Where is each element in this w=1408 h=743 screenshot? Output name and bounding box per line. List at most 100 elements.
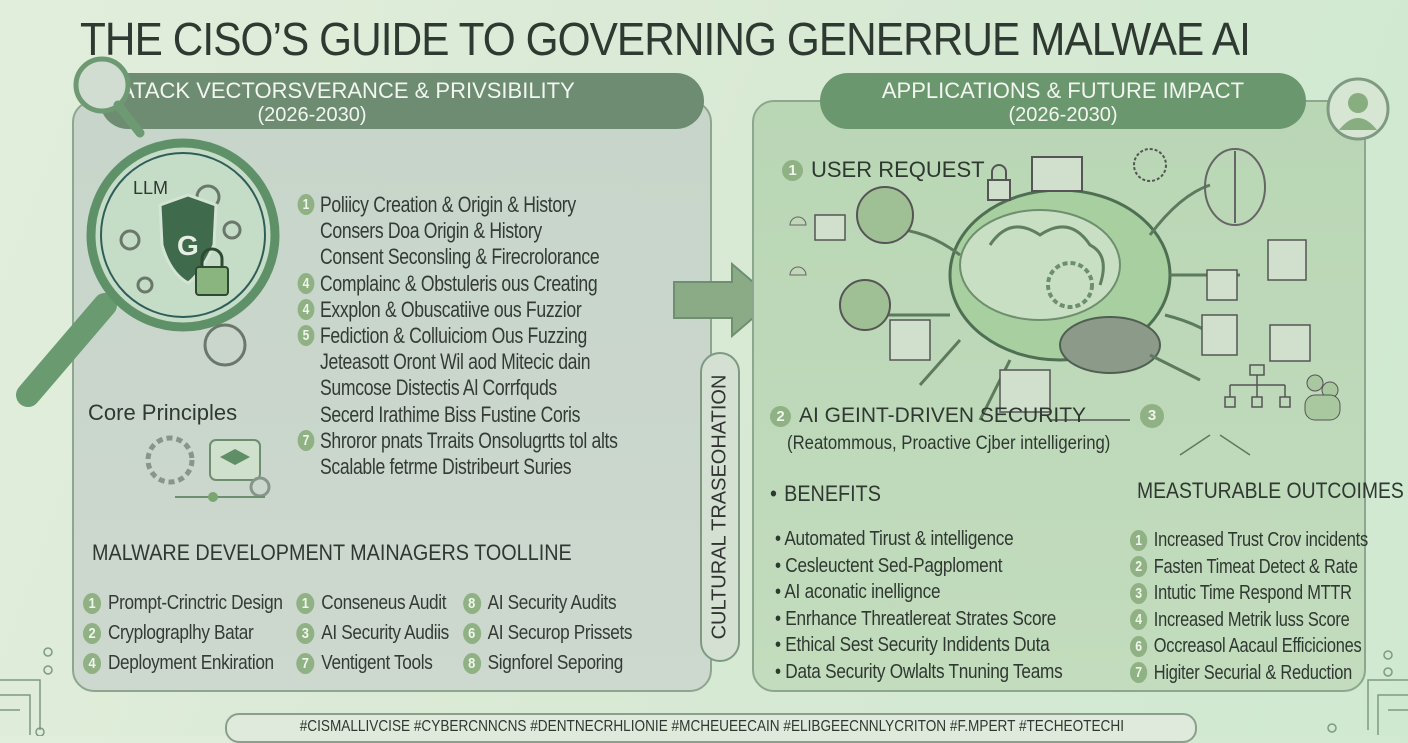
tool-text: Ventigent Tools bbox=[321, 652, 433, 674]
lock-icon bbox=[195, 266, 229, 296]
tool-text: AI Security Audits bbox=[487, 592, 617, 614]
number-badge: 8 bbox=[462, 592, 481, 614]
speaker-doc-icon bbox=[1269, 324, 1311, 362]
gear-mail-icon bbox=[1133, 148, 1167, 182]
profile-card-icon bbox=[1267, 239, 1307, 281]
document-icon bbox=[814, 214, 846, 241]
number-badge: 2 bbox=[83, 622, 102, 644]
benefit-text: AI aconatic inellignce bbox=[784, 581, 941, 603]
tool-item: 8 AI Security Audits bbox=[462, 588, 632, 618]
left-header-title: ATACK VECTORSVERANCE & PRIVSIBILITY bbox=[120, 78, 575, 103]
list-item-text: Poliicy Creation & Origin & History bbox=[320, 192, 576, 217]
gears-icon bbox=[145, 435, 271, 502]
step-ai-driven-security: 2 AI GEINT-DRIVEN SECURITY bbox=[770, 404, 1086, 428]
list-item: Jeteasott Oront Wil aod Mitecic dain bbox=[320, 349, 618, 375]
bar-chart-icon bbox=[889, 319, 931, 361]
number-badge: 7 bbox=[297, 429, 315, 451]
benefit-item: • Cesleuctent Sed-Pagploment bbox=[775, 554, 1003, 577]
list-item-text: Jeteasott Oront Wil aod Mitecic dain bbox=[320, 349, 591, 375]
benefit-item: • Ethical Sest Security Indidents Duta bbox=[775, 634, 1050, 656]
magnifier-illustration bbox=[16, 56, 280, 407]
list-item: Consers Doa Origin & History bbox=[320, 218, 618, 244]
number-badge: 3 bbox=[1130, 582, 1148, 604]
benefit-item: • Enrhance Threatlereat Strates Score bbox=[775, 607, 1057, 630]
number-badge: 2 bbox=[1130, 556, 1148, 578]
list-item-text: Secerd Irathime Biss Fustine Coris bbox=[320, 401, 581, 427]
step-text: USER REQUEST bbox=[811, 157, 985, 182]
team-doc-icon bbox=[1201, 314, 1238, 356]
number-badge: 1 bbox=[782, 159, 803, 181]
ai-brain-diagram bbox=[789, 148, 1341, 456]
document-icon bbox=[1206, 269, 1238, 301]
left-header-years: (2026-2030) bbox=[257, 104, 367, 126]
number-badge: 3 bbox=[296, 622, 315, 644]
tool-text: Prompt-Crinctric Design bbox=[107, 592, 283, 614]
llm-label: LLM bbox=[133, 178, 169, 198]
magnifier-handle bbox=[16, 293, 117, 407]
split-arrows bbox=[1179, 434, 1251, 456]
list-item-text: Exxplon & Obuscatiive ous Fuzzior bbox=[320, 296, 582, 322]
number-badge: 1 bbox=[83, 592, 102, 614]
benefit-item: • AI aconatic inellignce bbox=[775, 581, 941, 603]
benefit-text: Data Security Owlalts Tnuning Teams bbox=[785, 660, 1063, 683]
step-text: AI GEINT-DRIVEN SECURITY bbox=[799, 404, 1087, 427]
list-item: Sumcose Distectis Al Corrfquds bbox=[320, 375, 618, 401]
dashboard-icon bbox=[999, 369, 1051, 413]
right-header-years: (2026-2030) bbox=[1008, 104, 1118, 126]
outcome-text: Increased Metrik luss Score bbox=[1153, 608, 1350, 631]
outcome-text: Increased Trust Crov incidents bbox=[1153, 529, 1368, 551]
core-principles-label: Core Principles bbox=[88, 400, 238, 425]
list-item: Secerd Irathime Biss Fustine Coris bbox=[320, 402, 618, 428]
benefit-text: Cesleuctent Sed-Pagploment bbox=[785, 554, 1003, 577]
brain-outline-icon bbox=[1204, 148, 1266, 226]
tool-text: Conseneus Audit bbox=[321, 592, 447, 614]
number-badge: 3 bbox=[1140, 404, 1164, 428]
tool-text: Signforel Seporing bbox=[487, 652, 624, 674]
list-item-text: Fediction & Colluiciom Ous Fuzzing bbox=[320, 323, 587, 349]
lock-icon bbox=[987, 164, 1011, 201]
list-item-text: Consent Seconsling & Firecrolorance bbox=[320, 244, 600, 270]
number-badge: 7 bbox=[1130, 662, 1148, 684]
shield-letter: G bbox=[177, 230, 199, 261]
number-badge: 1 bbox=[296, 592, 315, 614]
number-badge: 5 bbox=[297, 325, 315, 347]
org-chart-icon bbox=[1224, 364, 1291, 408]
chat-document-icon bbox=[1031, 156, 1083, 192]
cultural-transformation-label: CULTURAL TRASEOHATION bbox=[708, 374, 731, 640]
cloud-icon bbox=[789, 216, 807, 276]
user-avatar-icon bbox=[1326, 77, 1390, 141]
right-header-title: APPLICATIONS & FUTURE IMPACT bbox=[881, 78, 1245, 103]
gear-icon bbox=[1046, 261, 1094, 309]
benefit-item: • Automated Tirust & intelligence bbox=[775, 528, 1014, 550]
benefit-text: Enrhance Threatlereat Strates Score bbox=[785, 607, 1057, 630]
number-badge: 2 bbox=[770, 405, 791, 427]
benefit-text: Automated Tirust & intelligence bbox=[784, 528, 1014, 550]
benefit-text: Ethical Sest Security Indidents Duta bbox=[785, 634, 1050, 656]
tool-item: 1 Conseneus Audit bbox=[296, 588, 449, 618]
benefit-item: • Data Security Owlalts Tnuning Teams bbox=[775, 660, 1063, 683]
small-magnifier-icon bbox=[73, 56, 145, 138]
right-panel-header: APPLICATIONS & FUTURE IMPACT (2026-2030) bbox=[820, 73, 1306, 129]
outcome-text: Fasten Timeat Detect & Rate bbox=[1153, 555, 1358, 578]
step-user-request: 1 USER REQUEST bbox=[782, 157, 985, 183]
number-badge: 1 bbox=[297, 194, 315, 215]
